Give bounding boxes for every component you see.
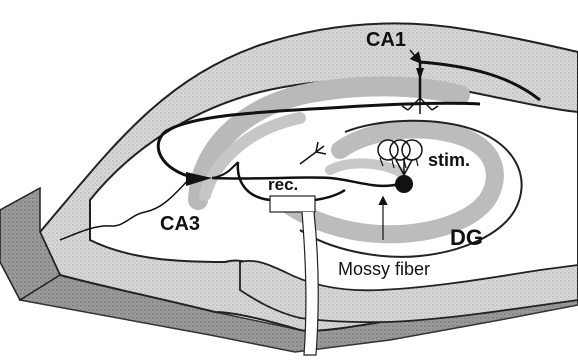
- rec-label: rec.: [268, 175, 298, 194]
- dg-label: DG: [450, 225, 483, 250]
- granule-cell: [395, 175, 413, 193]
- ca1-label: CA1: [366, 29, 406, 51]
- ca3-label: CA3: [160, 213, 200, 235]
- mossy-fiber-label: Mossy fiber: [338, 259, 430, 279]
- stim-label: stim.: [428, 150, 470, 170]
